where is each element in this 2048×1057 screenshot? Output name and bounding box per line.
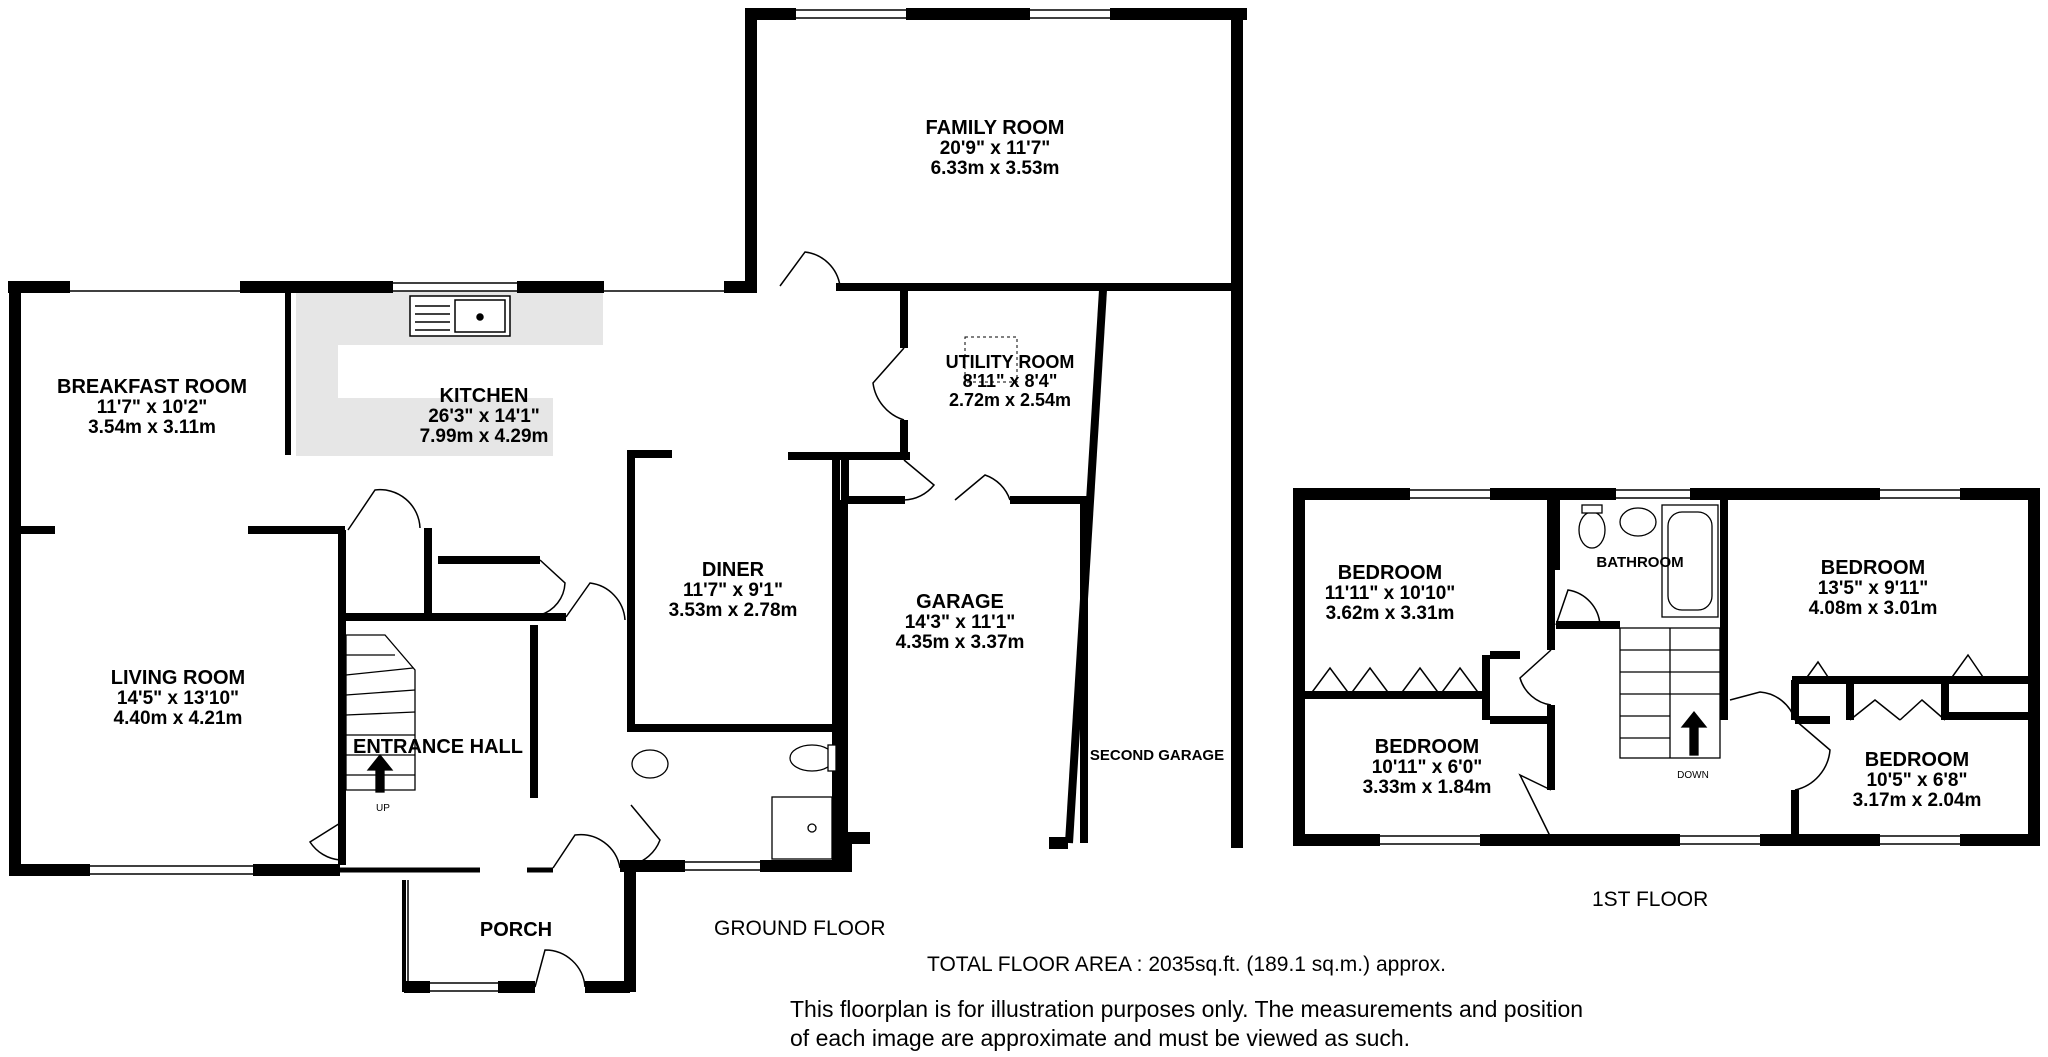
room-imperial: 8'11" x 8'4" (962, 370, 1058, 391)
room-name: PORCH (479, 919, 553, 941)
first-floor-windows (1380, 489, 1960, 845)
bedroom-1-label: BEDROOM 11'11" x 10'10" 3.62m x 3.31m (1325, 563, 1456, 624)
kitchen-sink-icon (409, 295, 511, 337)
room-metric: 3.33m x 1.84m (1362, 776, 1492, 798)
room-name: FAMILY ROOM (925, 117, 1065, 139)
first-floor-walls (1293, 488, 2040, 846)
room-imperial: 11'11" x 10'10" (1324, 583, 1456, 604)
room-name: BEDROOM (1864, 749, 1970, 771)
ground-floor-walls (8, 8, 1247, 993)
utility-sink-icon (964, 336, 1018, 383)
room-name: BEDROOM (1337, 562, 1443, 584)
room-imperial: 11'7" x 9'1" (683, 580, 783, 601)
bedroom-3-label: BEDROOM 10'11" x 6'0" 3.33m x 1.84m (1363, 737, 1492, 798)
room-metric: 4.08m x 3.01m (1808, 597, 1938, 619)
room-name: LIVING ROOM (110, 667, 246, 689)
stairs-up-icon (345, 634, 416, 793)
kitchen-worktop (296, 291, 603, 456)
first-floor-plan (1293, 488, 2040, 846)
ground-floor-plan (8, 8, 1247, 993)
room-name: DINER (701, 559, 765, 581)
room-name: BEDROOM (1374, 736, 1480, 758)
room-metric: 3.54m x 3.11m (88, 416, 216, 438)
room-metric: 4.40m x 4.21m (113, 707, 243, 729)
second-garage-label: SECOND GARAGE (1090, 748, 1224, 764)
room-name: KITCHEN (439, 385, 529, 407)
room-name: GARAGE (916, 591, 1004, 613)
room-imperial: 13'5" x 9'11" (1817, 578, 1929, 599)
entrance-hall-label: ENTRANCE HALL (353, 737, 523, 758)
room-imperial: 10'11" x 6'0" (1371, 757, 1483, 778)
ground-floor-doors (308, 251, 1011, 988)
breakfast-room-label: BREAKFAST ROOM 11'7" x 10'2" 3.54m x 3.1… (57, 377, 247, 438)
room-metric: 7.99m x 4.29m (419, 425, 549, 447)
room-imperial: 14'5" x 13'10" (116, 688, 240, 709)
room-name: BATHROOM (1596, 554, 1684, 571)
family-room-label: FAMILY ROOM 20'9" x 11'7" 6.33m x 3.53m (926, 118, 1065, 179)
first-floor-caption: 1ST FLOOR (1592, 888, 1709, 911)
garage-label: GARAGE 14'3" x 11'1" 4.35m x 3.37m (896, 592, 1025, 653)
room-metric: 6.33m x 3.53m (930, 157, 1060, 179)
stairs-down-label: DOWN (1677, 770, 1709, 781)
room-metric: 3.62m x 3.31m (1325, 602, 1455, 624)
room-name: UTILITY ROOM (945, 352, 1075, 372)
ground-floor-caption: GROUND FLOOR (714, 917, 886, 940)
room-name: BREAKFAST ROOM (57, 376, 247, 398)
first-floor-doors (1309, 589, 1986, 841)
room-metric: 3.53m x 2.78m (668, 599, 798, 621)
bedroom-4-label: BEDROOM 10'5" x 6'8" 3.17m x 2.04m (1853, 750, 1982, 811)
room-imperial: 20'9" x 11'7" (939, 138, 1051, 159)
kitchen-label: KITCHEN 26'3" x 14'1" 7.99m x 4.29m (420, 386, 549, 447)
stairs-down-icon (1619, 627, 1721, 759)
room-metric: 4.35m x 3.37m (895, 631, 1025, 653)
diner-label: DINER 11'7" x 9'1" 3.53m x 2.78m (669, 560, 798, 621)
disclaimer-line-2: of each image are approximate and must b… (790, 1025, 1411, 1051)
room-imperial: 14'3" x 11'1" (904, 612, 1016, 633)
bedroom-2-label: BEDROOM 13'5" x 9'11" 4.08m x 3.01m (1809, 558, 1938, 619)
room-metric: 3.17m x 2.04m (1852, 789, 1982, 811)
bathroom-label: BATHROOM (1596, 555, 1683, 571)
room-imperial: 11'7" x 10'2" (96, 397, 208, 418)
bathroom-fixtures-icons (1578, 504, 1719, 618)
porch-label: PORCH (480, 920, 552, 941)
room-metric: 2.72m x 2.54m (948, 389, 1072, 410)
total-floor-area: TOTAL FLOOR AREA : 2035sq.ft. (189.1 sq.… (927, 953, 1447, 976)
living-room-label: LIVING ROOM 14'5" x 13'10" 4.40m x 4.21m (111, 668, 245, 729)
ground-floor-windows (70, 9, 1110, 992)
room-imperial: 26'3" x 14'1" (428, 406, 540, 427)
room-imperial: 10'5" x 6'8" (1866, 770, 1968, 791)
disclaimer-line-1: This floorplan is for illustration purpo… (790, 996, 1584, 1022)
utility-room-label: UTILITY ROOM 8'11" x 8'4" 2.72m x 2.54m (946, 353, 1075, 410)
ground-floor-wc-icons (631, 744, 837, 860)
room-name: BEDROOM (1820, 557, 1926, 579)
stairs-up-label: UP (376, 803, 390, 814)
room-name: ENTRANCE HALL (353, 736, 523, 758)
room-name: SECOND GARAGE (1089, 747, 1225, 764)
